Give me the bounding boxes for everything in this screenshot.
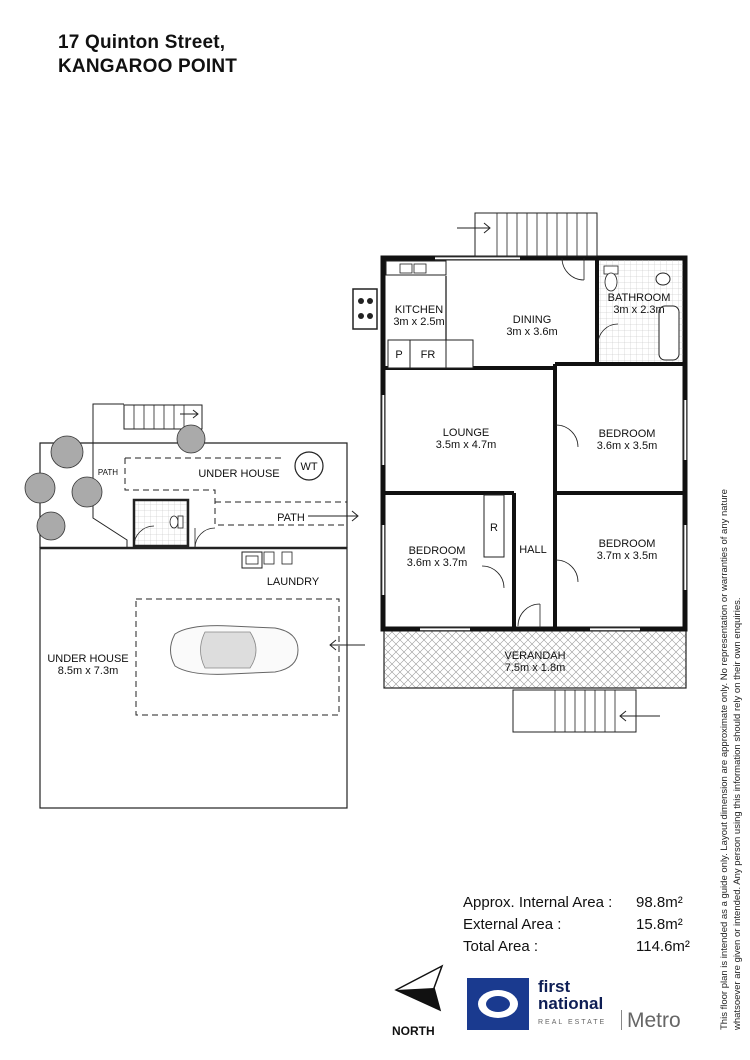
brand-tagline: REAL ESTATE — [538, 1019, 607, 1026]
bathtub-icon — [658, 305, 680, 361]
total-area-label: Total Area : — [463, 938, 539, 955]
brand-line1: first — [538, 977, 571, 996]
verandah-size: 7.5m x 1.8m — [505, 662, 566, 674]
kitchen-size: 3m x 2.5m — [393, 316, 444, 328]
lounge-size: 3.5m x 4.7m — [436, 439, 497, 451]
bedroom-label: BEDROOM — [409, 545, 466, 557]
sink-icon — [399, 263, 413, 274]
kitchen-label: KITCHEN — [395, 304, 443, 316]
dining-size: 3m x 3.6m — [506, 326, 557, 338]
bathroom-label: BATHROOM — [608, 292, 671, 304]
bedroom-label: BEDROOM — [599, 428, 656, 440]
total-area-row: Total Area : 114.6m² — [463, 938, 690, 955]
laundry-tub — [241, 551, 263, 569]
external-area-value: 15.8m² — [636, 916, 683, 933]
pantry-label: P — [395, 349, 402, 361]
address-line-2: KANGAROO POINT — [58, 56, 238, 77]
path-label: PATH — [277, 512, 305, 524]
tree-icon — [36, 511, 66, 541]
under-house-area — [39, 403, 365, 809]
toilet-icon — [604, 272, 618, 292]
tree-icon — [24, 472, 56, 504]
address-line-1: 17 Quinton Street, — [58, 32, 226, 53]
path-small-label: PATH — [98, 468, 118, 477]
verandah-area — [383, 627, 687, 689]
tree-icon — [71, 476, 103, 508]
under-house-top-label: UNDER HOUSE — [198, 468, 279, 480]
brand-separator — [621, 1010, 622, 1030]
external-area-row: External Area : 15.8m² — [463, 916, 683, 933]
north-arrow-icon — [394, 964, 444, 1012]
brand-office: Metro — [627, 1009, 681, 1032]
internal-area-row: Approx. Internal Area : 98.8m² — [463, 894, 683, 911]
brand-line2: national — [538, 994, 604, 1013]
disclaimer-text: This floor plan is intended as a guide o… — [719, 489, 743, 1030]
tree-icon — [176, 424, 206, 454]
bedroom-size: 3.7m x 3.5m — [597, 550, 658, 562]
lounge-label: LOUNGE — [443, 427, 489, 439]
robe-label: R — [490, 522, 498, 534]
bedroom-size: 3.6m x 3.5m — [597, 440, 658, 452]
dining-label: DINING — [513, 314, 552, 326]
bedroom-size: 3.6m x 3.7m — [407, 557, 468, 569]
verandah-label: VERANDAH — [504, 650, 565, 662]
main-house — [352, 212, 688, 733]
basin-icon — [655, 272, 671, 286]
car-icon — [170, 625, 299, 675]
tree-icons — [24, 424, 206, 541]
stove-icon — [352, 288, 378, 330]
external-area-label: External Area : — [463, 916, 562, 933]
under-house-size: 8.5m x 7.3m — [58, 665, 119, 677]
hall-label: HALL — [519, 544, 547, 556]
fridge-label: FR — [421, 349, 436, 361]
first-national-logo-icon — [467, 978, 529, 1030]
north-label: NORTH — [392, 1024, 435, 1038]
internal-area-label: Approx. Internal Area : — [463, 894, 613, 911]
bathroom-size: 3m x 2.3m — [613, 304, 664, 316]
water-tank-label: WT — [300, 461, 317, 473]
water-tank-icon — [294, 451, 324, 481]
total-area-value: 114.6m² — [636, 938, 690, 955]
robe-icon — [483, 494, 505, 558]
laundry-label: LAUNDRY — [267, 576, 320, 588]
bedroom-label: BEDROOM — [599, 538, 656, 550]
tree-icon — [50, 435, 84, 469]
under-house-label: UNDER HOUSE — [47, 653, 128, 665]
internal-area-value: 98.8m² — [636, 894, 683, 911]
